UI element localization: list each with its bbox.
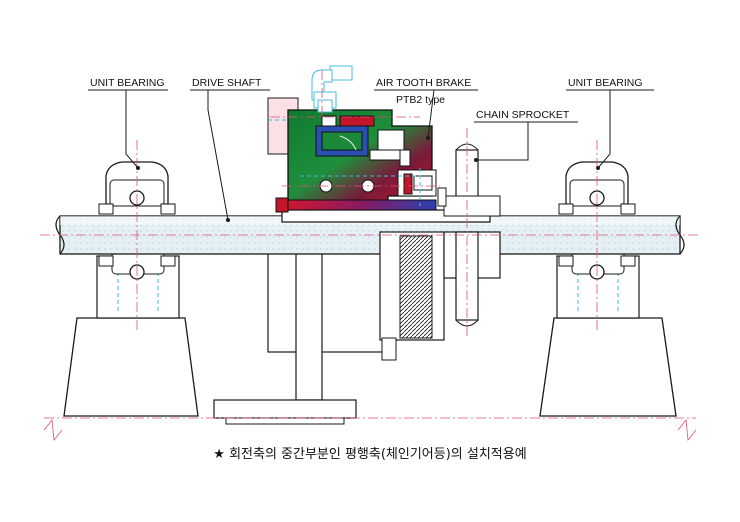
label-unit-bearing-left: UNIT BEARING <box>90 77 164 89</box>
air-fitting <box>311 65 353 113</box>
chain-sprocket-body <box>379 231 501 361</box>
leader-lines <box>88 89 654 221</box>
left-pedestal <box>63 255 199 417</box>
label-chain-sprocket: CHAIN SPROCKET <box>476 109 570 121</box>
air-tooth-brake <box>267 97 491 223</box>
label-drive-shaft: DRIVE SHAFT <box>192 77 262 89</box>
center-lines <box>40 70 700 336</box>
label-unit-bearing-right: UNIT BEARING <box>568 77 642 89</box>
leader-dots <box>136 136 600 222</box>
label-brake-type: PTB2 type <box>396 94 445 106</box>
chain-sprocket-top <box>437 143 501 217</box>
label-air-tooth-brake: AIR TOOTH BRAKE <box>376 77 471 89</box>
ground-line <box>43 417 697 442</box>
right-pedestal <box>539 255 677 417</box>
caption: ★ 회전축의 중간부분인 평행축(체인기어등)의 설치적용예 <box>213 446 526 462</box>
